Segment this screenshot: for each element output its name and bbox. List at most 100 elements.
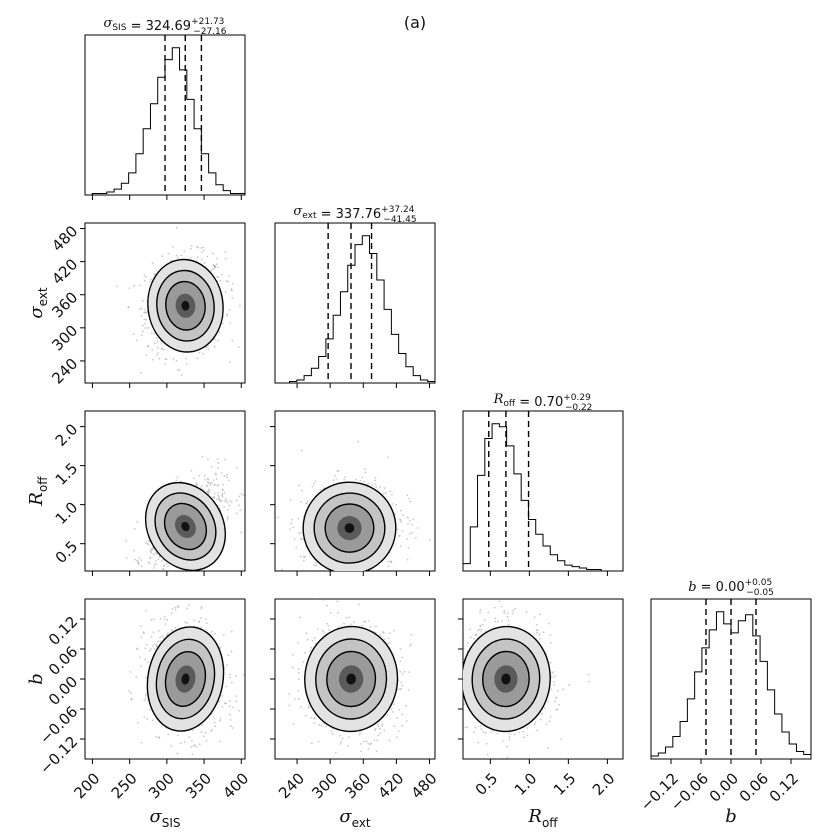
sample-point [207, 478, 209, 480]
sample-point [214, 725, 216, 727]
sample-point [133, 550, 135, 552]
sample-point [173, 577, 175, 579]
sample-point [209, 484, 211, 486]
sample-point [221, 274, 223, 276]
sample-point [156, 354, 158, 356]
sample-point [243, 495, 245, 497]
sample-point [174, 607, 176, 609]
sample-point [150, 648, 152, 650]
sample-point [177, 257, 179, 259]
sample-point [215, 474, 217, 476]
sample-point [344, 476, 346, 478]
sample-point [164, 363, 166, 365]
sample-point [474, 727, 476, 729]
sample-point [380, 732, 382, 734]
sample-point [399, 688, 401, 690]
sample-point [184, 574, 186, 576]
histogram-title-sigma_ext: σext = 337.76+37.24−41.45 [293, 204, 416, 225]
sample-point [188, 604, 190, 606]
sample-point [338, 470, 340, 472]
sample-point [136, 521, 138, 523]
sample-point [300, 555, 302, 557]
sample-point [410, 643, 412, 645]
sample-point [152, 263, 154, 265]
sample-point [157, 347, 159, 349]
sample-point [406, 720, 408, 722]
sample-point [310, 717, 312, 719]
sample-point [231, 290, 233, 292]
sample-point [523, 736, 525, 738]
sample-point [343, 623, 345, 625]
sample-point [406, 538, 408, 540]
sample-point [190, 248, 192, 250]
sample-point [512, 610, 514, 612]
sample-point [176, 753, 178, 755]
sample-point [406, 494, 408, 496]
sample-point [357, 441, 359, 443]
sample-point [149, 650, 151, 652]
sample-point [301, 490, 303, 492]
sample-point [453, 687, 455, 689]
sample-point [400, 521, 402, 523]
sample-point [111, 572, 113, 574]
sample-point [391, 494, 393, 496]
sample-point [304, 576, 306, 578]
sample-point [127, 306, 129, 308]
sample-point [177, 734, 179, 736]
sample-point [151, 592, 153, 594]
sample-point [229, 361, 231, 363]
sample-point [227, 281, 229, 283]
sample-point [199, 352, 201, 354]
density-panel-sigma_sis-r_off [80, 411, 245, 603]
sample-point [186, 363, 188, 365]
sample-point [239, 496, 241, 498]
sample-point [288, 693, 290, 695]
sample-point [210, 731, 212, 733]
sample-point [184, 741, 186, 743]
sample-point [408, 671, 410, 673]
sample-point [308, 705, 310, 707]
sample-point [214, 267, 216, 269]
sample-point [298, 698, 300, 700]
sample-point [134, 528, 136, 530]
sample-point [143, 716, 145, 718]
sample-point [389, 632, 391, 634]
histogram-panel-sigma_ext: σext = 337.76+37.24−41.45 [275, 204, 435, 388]
sample-point [290, 523, 292, 525]
sample-point [212, 253, 214, 255]
sample-point [208, 492, 210, 494]
sample-point [154, 648, 156, 650]
sample-point [417, 527, 419, 529]
sample-point [408, 689, 410, 691]
sample-point [216, 485, 218, 487]
sample-point [156, 582, 158, 584]
sample-point [142, 331, 144, 333]
sample-point [152, 645, 154, 647]
sample-point [141, 742, 143, 744]
sample-point [157, 558, 159, 560]
sample-point [196, 357, 198, 359]
sample-point [202, 353, 204, 355]
sample-point [365, 471, 367, 473]
sample-point [330, 577, 332, 579]
sample-point [384, 487, 386, 489]
sample-point [298, 484, 300, 486]
sample-point [446, 657, 448, 659]
sample-point [479, 625, 481, 627]
sample-point [190, 257, 192, 259]
sample-point [332, 479, 334, 481]
sample-point [144, 659, 146, 661]
sample-point [144, 275, 146, 277]
sample-point [145, 677, 147, 679]
sample-point [547, 747, 549, 749]
sample-point [412, 518, 414, 520]
sample-point [342, 769, 344, 771]
sample-point [204, 262, 206, 264]
sample-point [353, 621, 355, 623]
sample-point [217, 266, 219, 268]
sample-point [140, 285, 142, 287]
sample-point [183, 250, 185, 252]
sample-point [149, 557, 151, 559]
sample-point [343, 479, 345, 481]
sample-point [363, 481, 365, 483]
